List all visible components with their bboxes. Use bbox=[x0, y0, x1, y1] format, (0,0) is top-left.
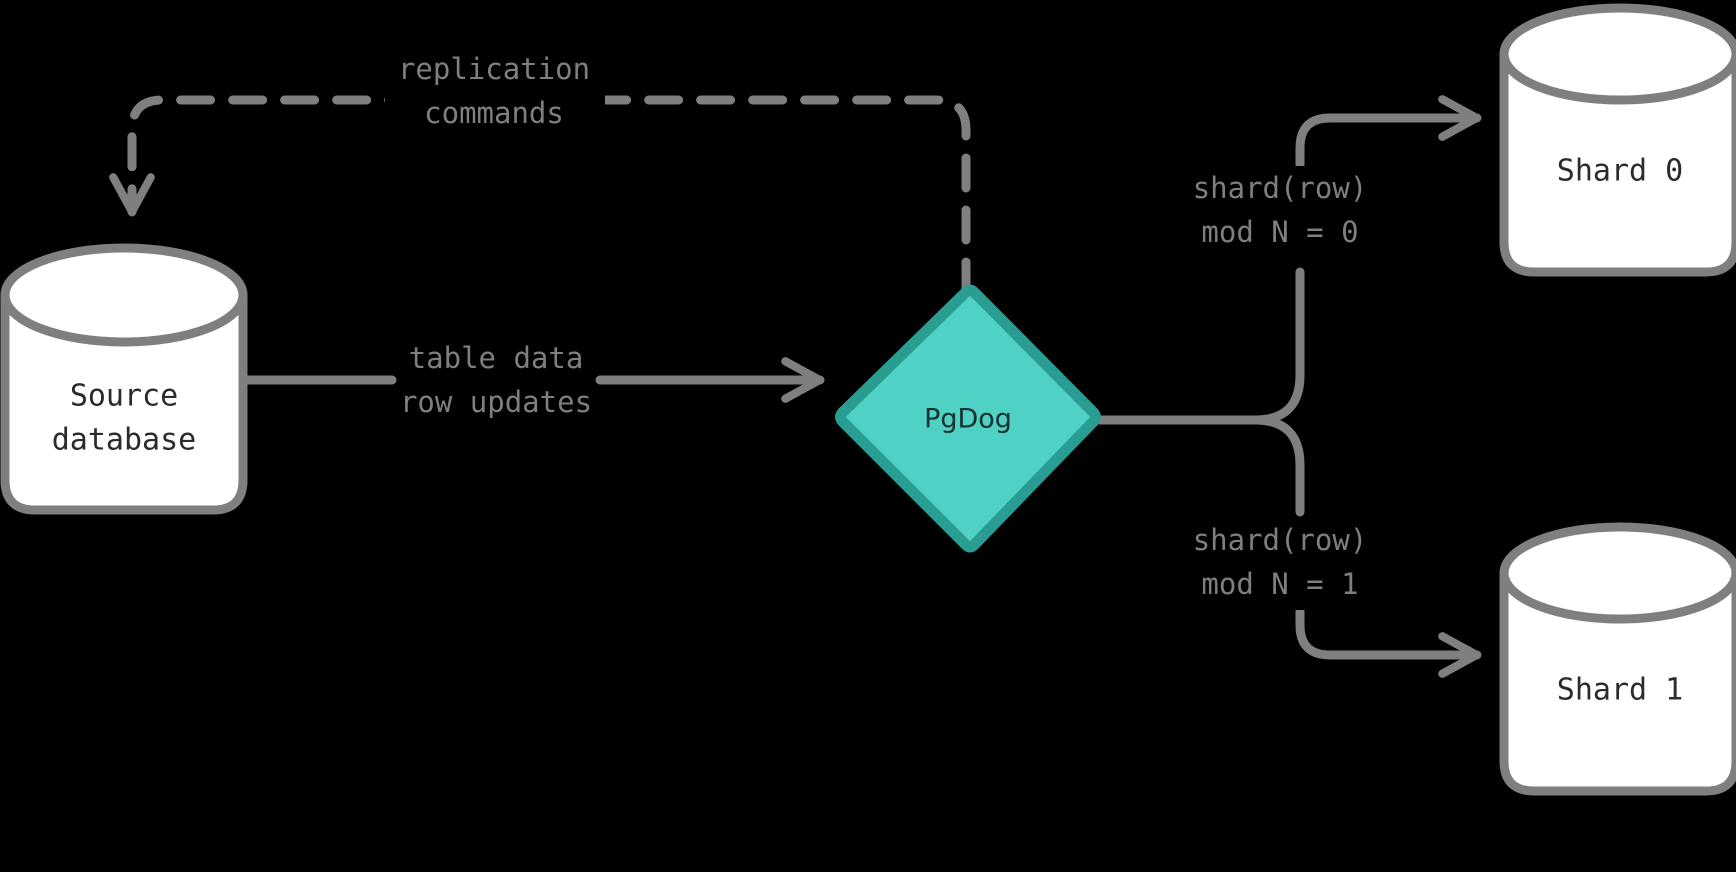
shard0-label: Shard 0 bbox=[1557, 154, 1683, 189]
table-data-label-line1: table data bbox=[409, 341, 584, 375]
pgdog-label: PgDog bbox=[924, 404, 1012, 435]
source-cylinder-body bbox=[0, 290, 248, 515]
shard0-label-line2: mod N = 0 bbox=[1201, 215, 1358, 249]
shard1-label-line1: shard(row) bbox=[1193, 523, 1368, 557]
shard0-edge-path bbox=[1295, 95, 1482, 190]
table-data-edge-label: table data row updates bbox=[400, 341, 592, 419]
fanout-branch-up bbox=[1250, 267, 1305, 425]
shard1-cylinder-top bbox=[1499, 522, 1736, 624]
source-cylinder-top bbox=[0, 243, 248, 347]
shard1-label: Shard 1 bbox=[1557, 673, 1683, 708]
table-data-label-line2: row updates bbox=[400, 385, 592, 419]
node-shard-1[interactable]: Shard 1 bbox=[1499, 522, 1736, 796]
node-shard-0[interactable]: Shard 0 bbox=[1499, 3, 1736, 277]
replication-edge-label: replication commands bbox=[385, 50, 605, 142]
replication-label-line2: commands bbox=[424, 96, 564, 130]
shard1-route-label: shard(row) mod N = 1 bbox=[1180, 518, 1380, 610]
source-database-label-line1: Source bbox=[70, 379, 178, 414]
shard0-label-backdrop bbox=[1180, 166, 1380, 258]
fanout-branch-down bbox=[1250, 415, 1305, 517]
shard1-label-backdrop bbox=[1180, 518, 1380, 610]
pgdog-diamond-shape bbox=[835, 284, 1101, 553]
source-database-label-line2: database bbox=[52, 423, 197, 458]
shard1-label-line2: mod N = 1 bbox=[1201, 567, 1358, 601]
edge-shard-fanout: shard(row) mod N = 0 shard(row) mod N = … bbox=[1095, 95, 1482, 678]
edge-replication-commands: replication commands bbox=[109, 50, 971, 297]
edge-table-data: table data row updates bbox=[242, 341, 825, 419]
shard0-cylinder-top bbox=[1499, 3, 1736, 105]
shard0-label-line1: shard(row) bbox=[1193, 171, 1368, 205]
node-source-database[interactable]: Source database bbox=[0, 243, 248, 515]
shard0-route-label: shard(row) mod N = 0 bbox=[1180, 166, 1380, 258]
shard1-edge-path bbox=[1295, 595, 1482, 678]
node-pgdog[interactable]: PgDog bbox=[835, 284, 1101, 553]
replication-label-backdrop bbox=[385, 50, 605, 142]
replication-label-line1: replication bbox=[398, 52, 590, 86]
